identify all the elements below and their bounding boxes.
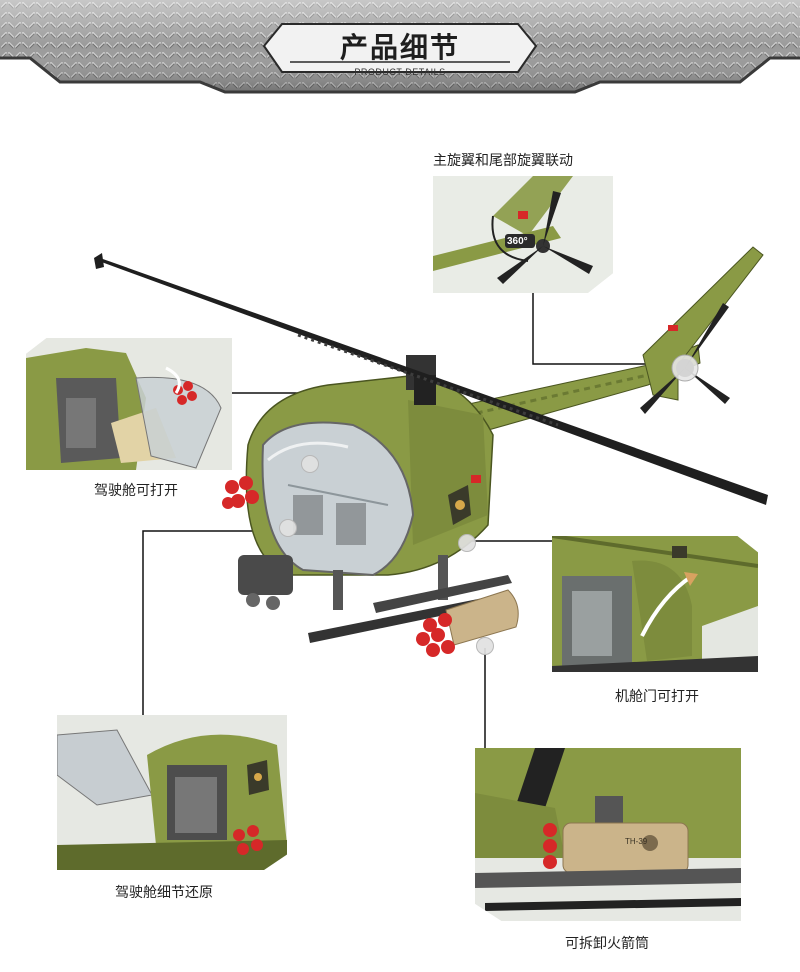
- callout-cabin-door-image: [552, 536, 758, 672]
- page-title: 产品细节: [339, 31, 460, 64]
- callout-cockpit-detail-image: [57, 715, 287, 870]
- rotor-badge: 360°: [507, 236, 528, 247]
- caption-cockpit-detail: 驾驶舱细节还原: [115, 885, 213, 901]
- caption-cockpit-open: 驾驶舱可打开: [94, 483, 178, 499]
- marker-dot-door: [458, 534, 476, 552]
- callout-cockpit-open-image: [26, 338, 232, 470]
- callout-rocket-pod-image: [475, 748, 741, 921]
- diamond-plate-banner: [0, 0, 800, 94]
- marker-dot-cockpit: [301, 455, 319, 473]
- rocket-pod-label: TH-39: [625, 837, 648, 846]
- marker-dot-pod: [476, 637, 494, 655]
- header-banner: 产品细节 PRODUCT DETAILS: [0, 0, 800, 98]
- caption-cabin-door: 机舱门可打开: [615, 689, 699, 705]
- helicopter-model-icon: [94, 246, 768, 657]
- caption-rotor: 主旋翼和尾部旋翼联动: [433, 153, 573, 169]
- marker-dot-interior: [279, 519, 297, 537]
- callout-rotor-image: [433, 176, 613, 293]
- main-helicopter-image: [88, 225, 778, 665]
- page-subtitle: PRODUCT DETAILS: [354, 67, 446, 77]
- caption-rocket-pod: 可拆卸火箭筒: [565, 936, 649, 952]
